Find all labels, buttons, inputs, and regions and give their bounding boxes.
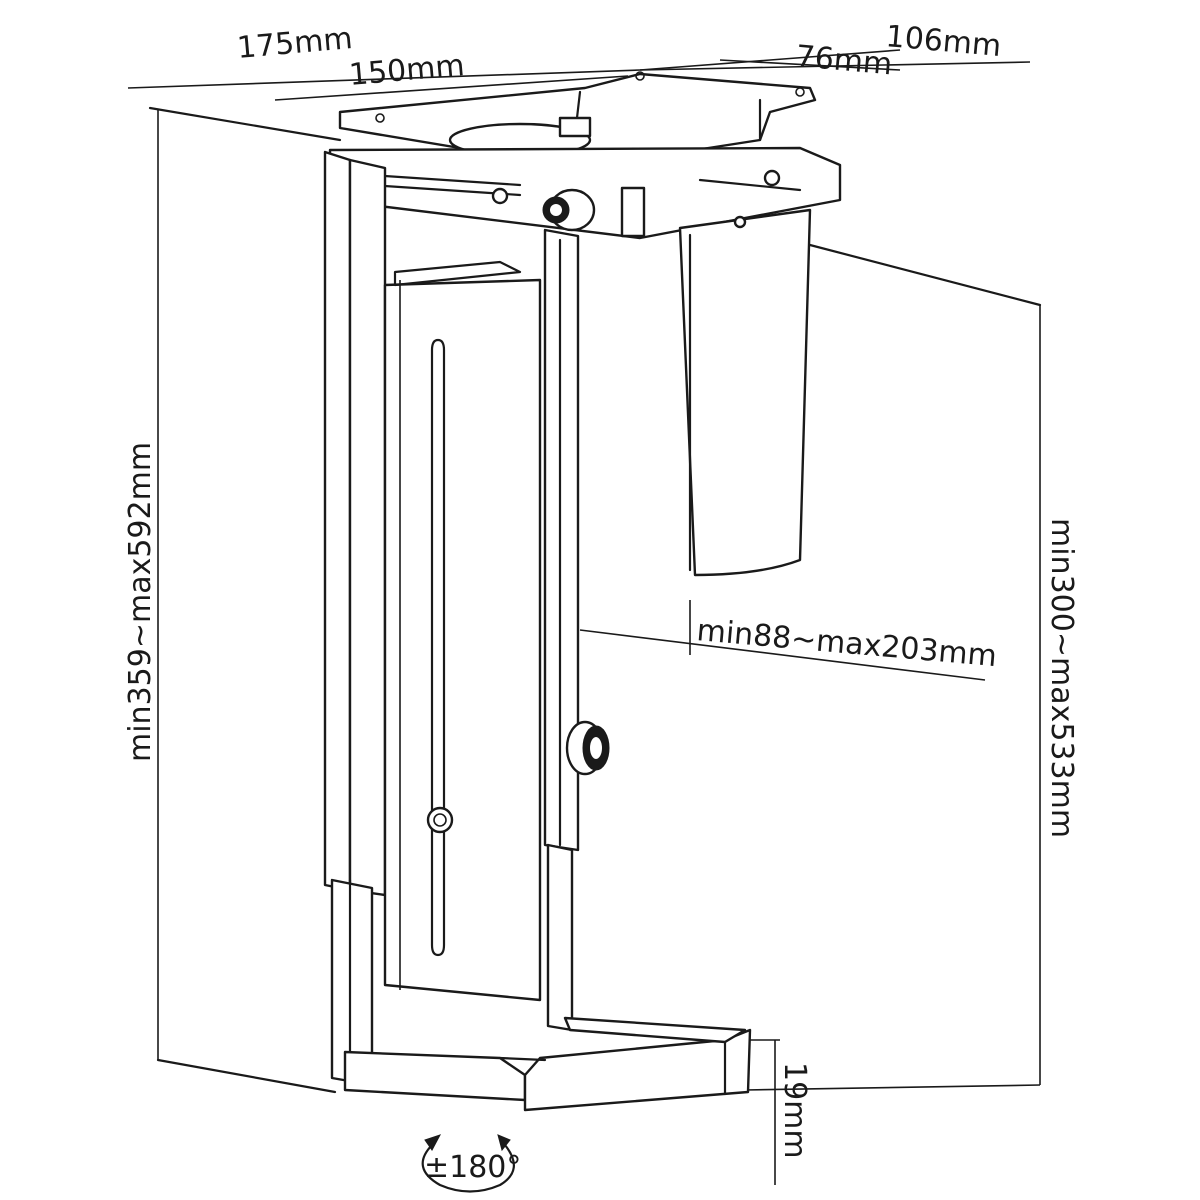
label-base-lip: 19mm [777,1062,812,1159]
label-rotation: ±180° [424,1150,521,1185]
hanging-clamp [678,208,812,577]
label-width-inner: 150mm [348,48,466,93]
rotation-icon [421,1134,515,1193]
label-height-inner: min300~max533mm [1044,518,1079,838]
label-depth-inner: 76mm [794,39,893,82]
side-knob [565,720,610,776]
left-pole [323,150,387,1087]
label-width-outer: 175mm [236,21,354,66]
label-width-adjust: min88~max203mm [695,613,998,674]
base-tray [343,1016,752,1112]
side-panel [383,260,542,1002]
right-pole [543,228,580,1032]
dimension-lines [127,49,1042,1185]
top-knob [542,188,596,232]
label-height-total: min359~max592mm [123,442,158,762]
label-depth-outer: 106mm [884,19,1002,64]
